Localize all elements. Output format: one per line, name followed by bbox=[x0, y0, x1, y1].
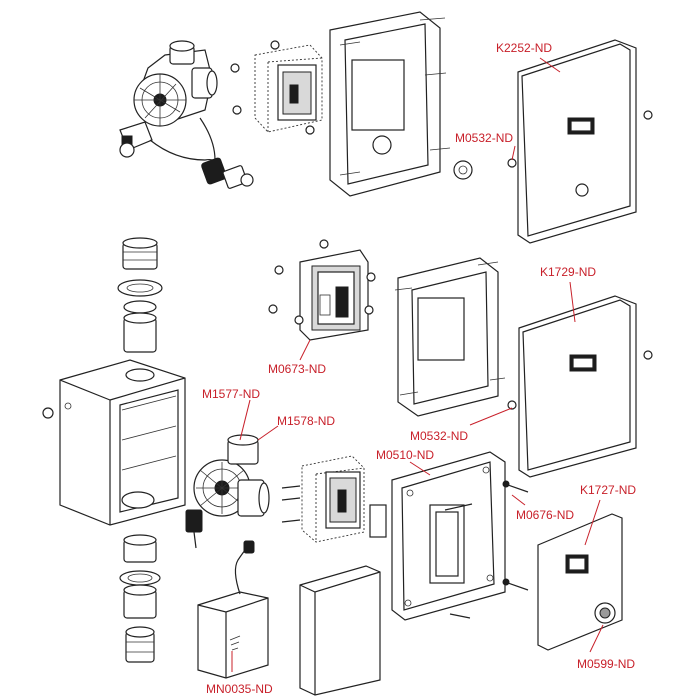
label-m1577: M1577-ND bbox=[202, 387, 261, 401]
k1729-cover-plate bbox=[507, 295, 653, 478]
blank-panel bbox=[299, 565, 381, 696]
lower-fittings-stack bbox=[119, 534, 161, 663]
middle-mounting-frame bbox=[394, 257, 506, 417]
upper-fittings-stack bbox=[117, 237, 163, 353]
label-k1729: K1729-ND bbox=[540, 265, 597, 279]
m0673-electronics-module bbox=[268, 239, 376, 341]
m0510-mounting-plate bbox=[391, 451, 506, 621]
top-electronics-module bbox=[230, 40, 323, 135]
mn0035-battery-pack bbox=[197, 540, 269, 679]
label-mn0035: MN0035-ND bbox=[206, 682, 273, 696]
lower-electronics-module bbox=[281, 455, 387, 543]
lower-solenoid-valve bbox=[185, 434, 270, 549]
top-solenoid-valve bbox=[119, 40, 254, 189]
label-m1578: M1578-ND bbox=[277, 414, 336, 428]
label-m0532-top: M0532-ND bbox=[455, 131, 514, 145]
label-m0676: M0676-ND bbox=[516, 508, 575, 522]
leader-lines bbox=[231, 57, 604, 672]
label-m0532-mid: M0532-ND bbox=[410, 429, 469, 443]
label-k1727: K1727-ND bbox=[580, 483, 637, 497]
m0676-screws bbox=[502, 480, 529, 591]
top-mounting-frame bbox=[329, 11, 473, 197]
k2252-cover-plate bbox=[507, 39, 653, 244]
k1727-cover-plate bbox=[537, 513, 623, 651]
label-m0673: M0673-ND bbox=[268, 362, 327, 376]
label-m0599: M0599-ND bbox=[577, 657, 636, 671]
label-k2252: K2252-ND bbox=[496, 41, 553, 55]
back-box bbox=[42, 359, 186, 526]
label-m0510: M0510-ND bbox=[376, 448, 435, 462]
